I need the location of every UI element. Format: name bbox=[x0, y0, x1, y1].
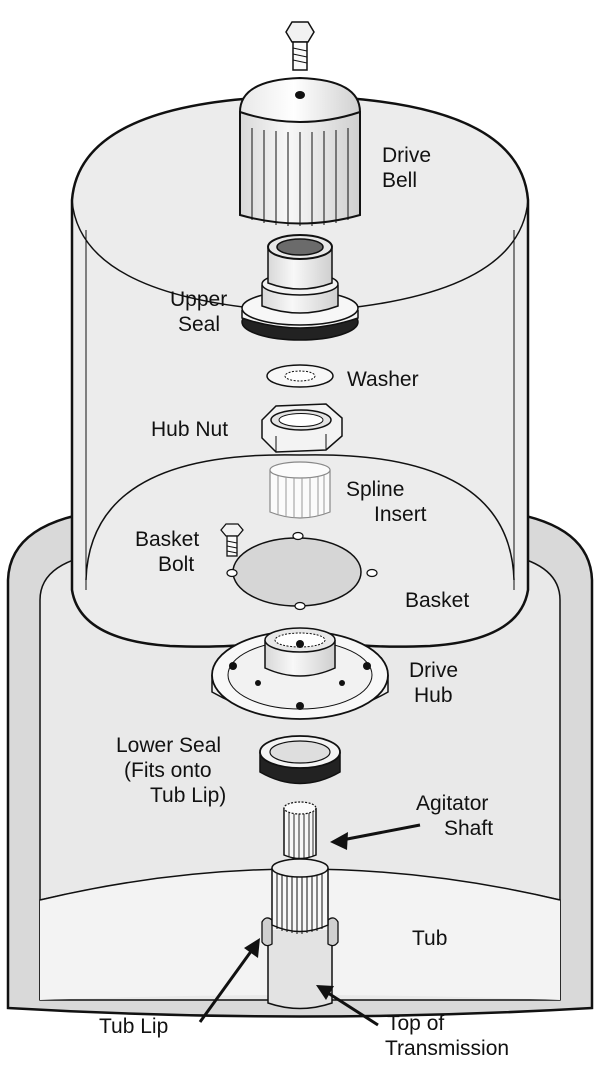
basket-center-hole bbox=[232, 537, 362, 607]
drive-hub bbox=[211, 627, 389, 720]
label-tub-lip: Tub Lip bbox=[99, 1015, 168, 1038]
basket-bolt-hole bbox=[226, 568, 238, 578]
label-basket: Basket bbox=[405, 589, 469, 612]
drive-bell-bolt bbox=[285, 21, 315, 71]
agitator-shaft bbox=[283, 801, 317, 860]
label-tub: Tub bbox=[412, 927, 447, 950]
hub-nut bbox=[261, 403, 343, 453]
basket-bolt-hole bbox=[292, 531, 304, 541]
basket-bolt-hole bbox=[366, 568, 378, 578]
basket-floor bbox=[85, 454, 515, 581]
washer bbox=[266, 364, 334, 388]
basket-bolt-hole bbox=[294, 601, 306, 611]
upper-seal bbox=[241, 234, 359, 341]
top-of-transmission bbox=[261, 858, 339, 1010]
basket-bolt bbox=[220, 523, 244, 557]
drive-bell bbox=[238, 76, 362, 226]
label-washer: Washer bbox=[347, 368, 419, 391]
agitator-shaft-arrow bbox=[341, 823, 421, 842]
transmission-arrow bbox=[327, 991, 379, 1027]
leader-arrows bbox=[198, 823, 421, 1027]
spline-insert bbox=[269, 461, 331, 519]
tub-lip-arrow bbox=[198, 949, 254, 1023]
lower-seal bbox=[259, 735, 341, 785]
label-hub-nut: Hub Nut bbox=[151, 418, 228, 441]
